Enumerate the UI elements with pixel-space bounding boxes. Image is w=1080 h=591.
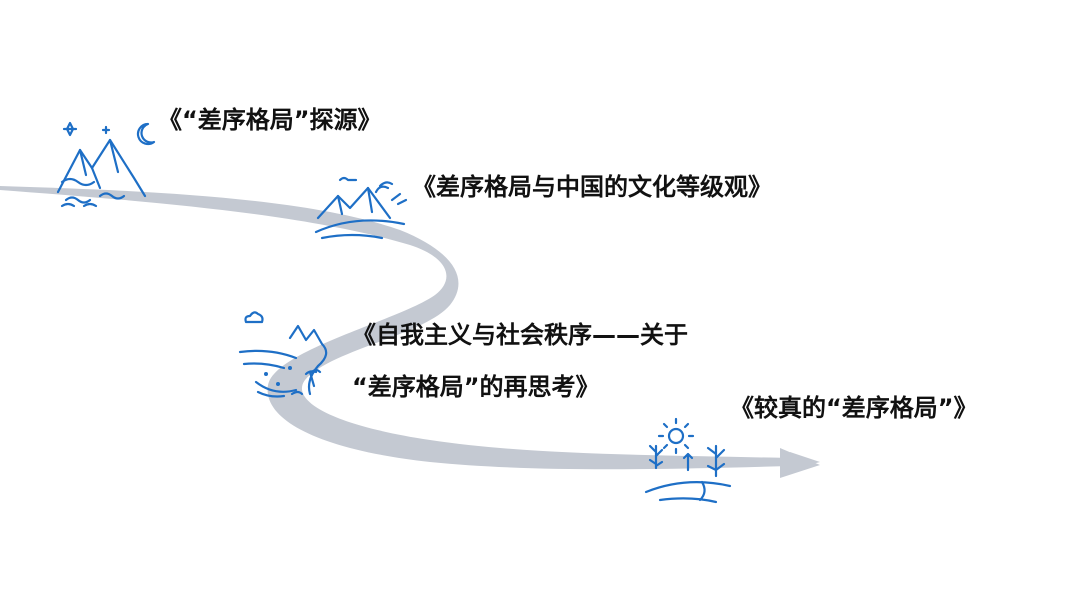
milestone-title-3-line-1: 《自我主义与社会秩序——关于 [352,323,688,347]
milestone-title-2: 《差序格局与中国的文化等级观》 [412,175,772,199]
milestone-title-4: 《较真的“差序格局”》 [730,396,978,420]
road-arrow-head [780,448,820,478]
milestone-title-1: 《“差序格局”探源》 [158,108,382,132]
milestone-title-3-line-2: “差序格局”的再思考》 [352,375,600,399]
